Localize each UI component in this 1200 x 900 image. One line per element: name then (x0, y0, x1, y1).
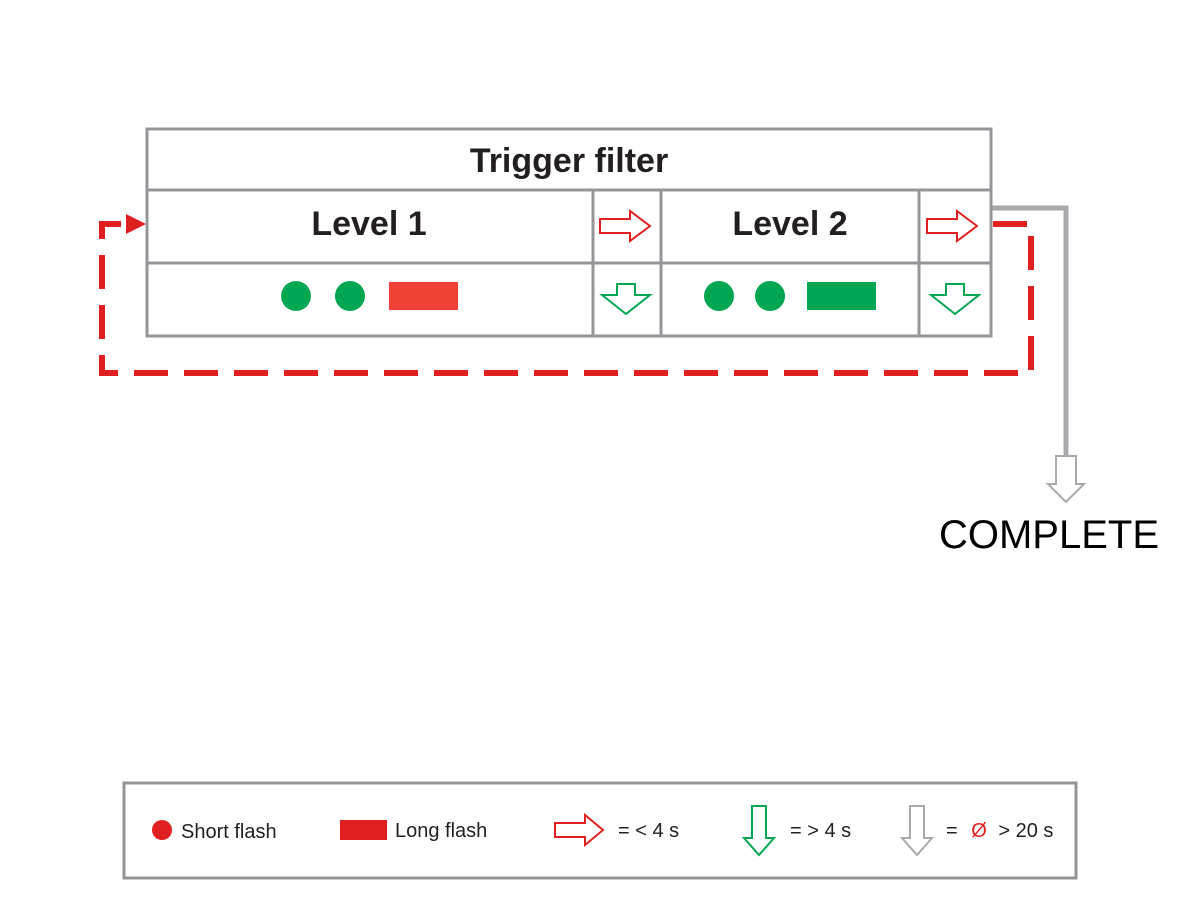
level-1-flash-pattern (281, 281, 458, 311)
table-border (145, 127, 993, 338)
down-arrow-icon (928, 283, 982, 316)
green-down-arrow-legend-icon (741, 805, 777, 857)
no-result-symbol: Ø (971, 820, 987, 842)
level-2-flash-pattern (704, 281, 876, 311)
complete-path (992, 205, 1087, 504)
right-arrow-legend-label: = < 4 s (618, 820, 679, 842)
trigger-filter-table (145, 127, 993, 338)
short-flash-icon (755, 281, 785, 311)
legend: Short flash Long flash = < 4 s = > 4 s =… (122, 781, 1078, 880)
level-2-label: Level 2 (732, 205, 847, 243)
long-flash-legend-icon (340, 820, 387, 840)
level-1-label: Level 1 (311, 205, 426, 243)
legend-box (122, 781, 1078, 880)
gray-equals-text: = (946, 820, 958, 842)
short-flash-icon (335, 281, 365, 311)
green-down-arrow-legend-label: = > 4 s (790, 820, 851, 842)
complete-down-arrow-icon (1045, 455, 1087, 504)
gray-down-arrow-legend-icon (899, 805, 935, 857)
right-arrow-icon (926, 209, 979, 243)
retry-loop (99, 214, 1034, 376)
right-arrow-icon (599, 209, 652, 243)
short-flash-icon (281, 281, 311, 311)
short-flash-icon (704, 281, 734, 311)
retry-arrowhead-icon (126, 214, 146, 234)
right-arrow-legend-icon (554, 812, 605, 848)
complete-label: COMPLETE (939, 513, 1159, 557)
gray-down-arrow-legend-label: = Ø > 20 s (946, 820, 1053, 842)
long-flash-icon (807, 282, 876, 310)
down-arrow-icon (599, 283, 653, 316)
long-flash-icon (389, 282, 458, 310)
short-flash-legend-icon (152, 820, 172, 840)
gray-duration-text: > 20 s (998, 820, 1053, 842)
table-title: Trigger filter (470, 142, 668, 180)
short-flash-legend-label: Short flash (181, 821, 277, 843)
long-flash-legend-label: Long flash (395, 820, 487, 842)
